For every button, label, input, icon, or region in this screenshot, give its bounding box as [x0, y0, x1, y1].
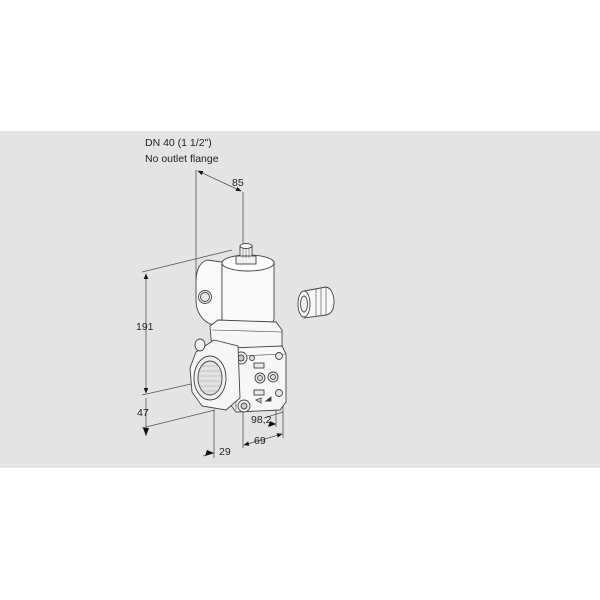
dim-191-label: 191	[136, 321, 154, 333]
flange-note-caption: No outlet flange	[145, 153, 219, 165]
dim-47-label: 47	[137, 407, 149, 419]
cable-gland	[297, 286, 335, 319]
dimension-29	[202, 410, 215, 458]
nominal-size-caption: DN 40 (1 1/2")	[145, 137, 212, 149]
dimension-85	[195, 170, 244, 280]
threaded-inlet	[189, 338, 241, 411]
dim-85-label: 85	[232, 177, 244, 189]
dimension-191	[141, 249, 233, 396]
dim-69-label: 69	[254, 435, 266, 447]
dim-98-2-label: 98,2	[251, 414, 272, 426]
dimension-47	[141, 398, 216, 436]
dim-29-label: 29	[219, 446, 231, 458]
solenoid-coil	[195, 243, 275, 331]
